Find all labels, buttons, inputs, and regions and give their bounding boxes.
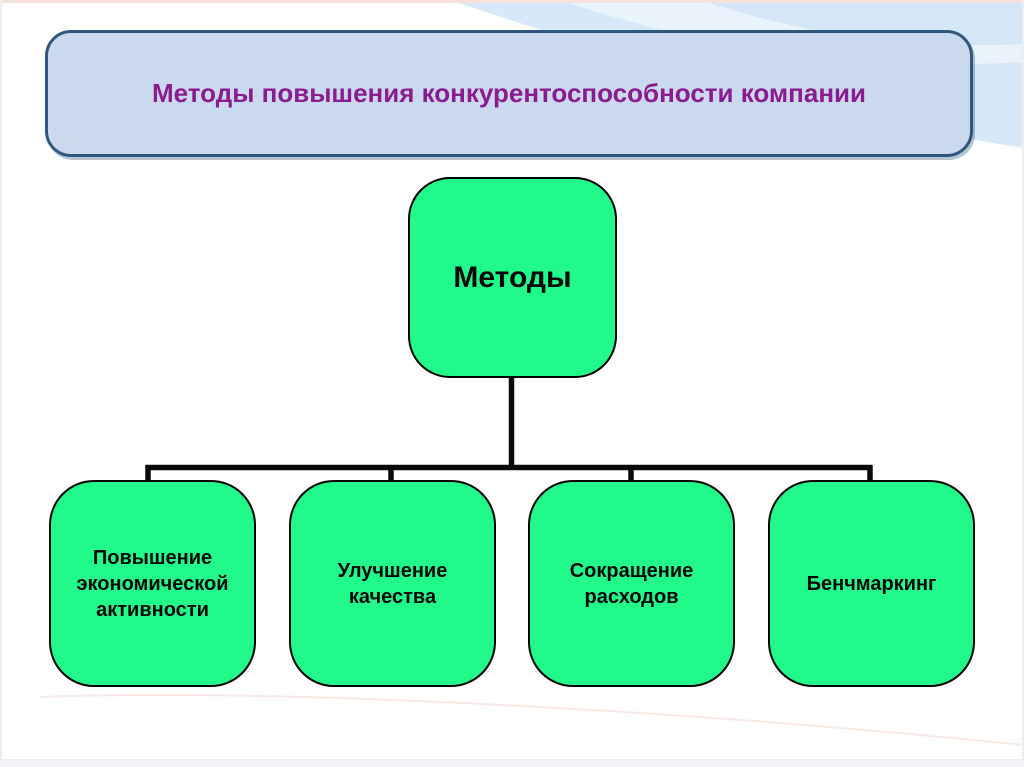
node-cost-reduction-label: Сокращение расходов	[569, 559, 694, 608]
left-edge-strip	[0, 0, 2, 767]
bottom-edge-strip	[0, 759, 1024, 767]
page-title: Методы повышения конкурентоспособности к…	[151, 78, 866, 108]
node-quality-improvement-label: Улучшение качества	[337, 559, 448, 608]
node-benchmarking: Бенчмаркинг	[768, 480, 975, 687]
node-cost-reduction: Сокращение расходов	[528, 480, 735, 687]
node-methods: Методы	[408, 177, 617, 378]
node-economic-activity-label: Повышение экономической активности	[76, 546, 229, 621]
right-edge-strip	[1022, 0, 1024, 767]
node-benchmarking-label: Бенчмаркинг	[806, 572, 937, 595]
node-economic-activity: Повышение экономической активности	[49, 480, 256, 687]
top-edge-strip	[0, 0, 1024, 3]
title-banner: Методы повышения конкурентоспособности к…	[45, 30, 973, 157]
node-quality-improvement: Улучшение качества	[289, 480, 496, 687]
node-methods-label: Методы	[453, 260, 572, 294]
